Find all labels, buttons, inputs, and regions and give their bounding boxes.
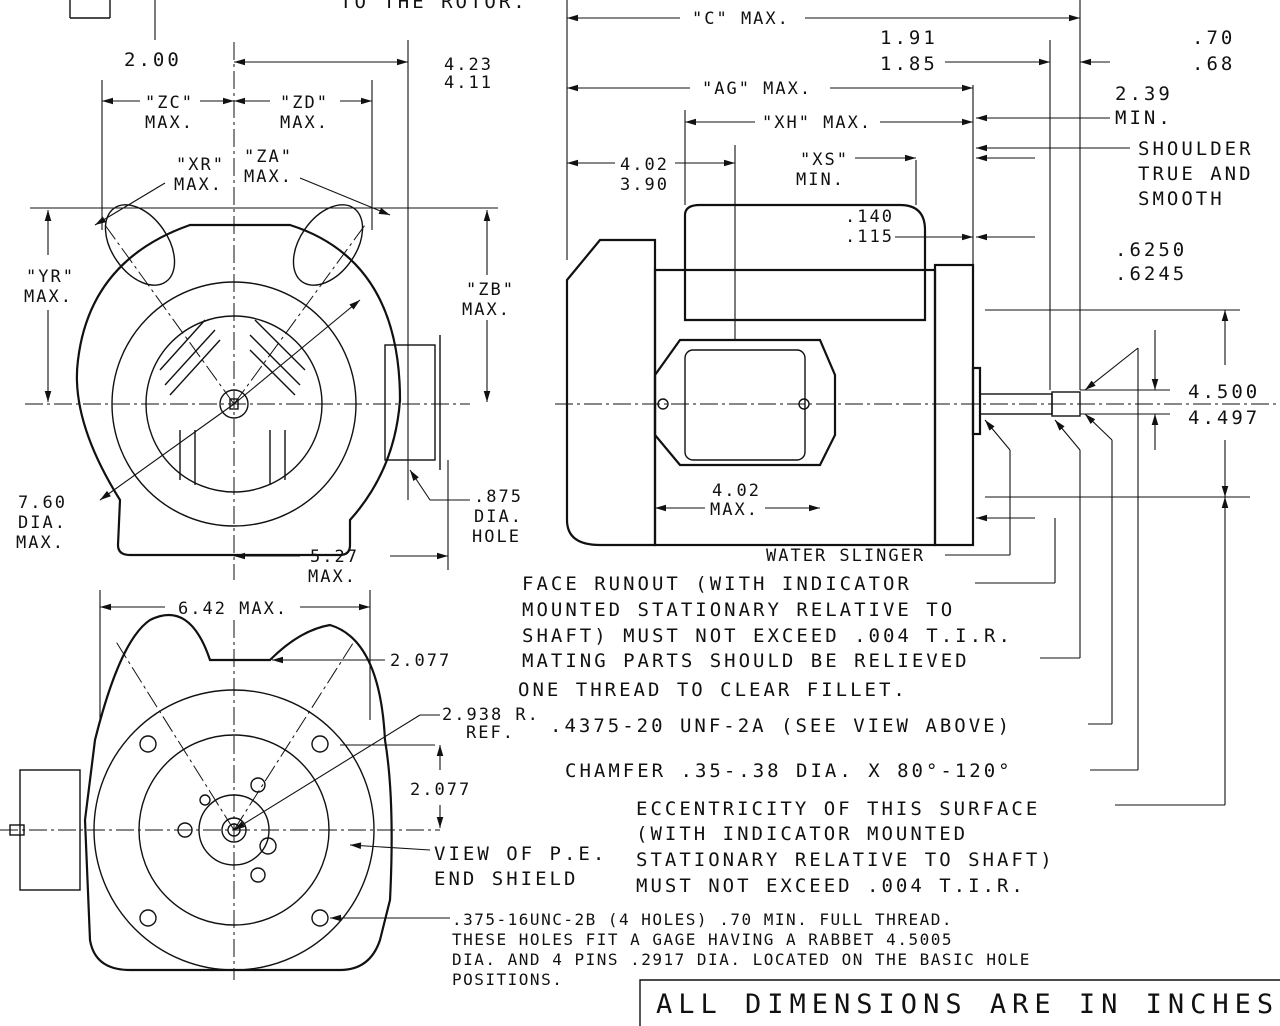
dim-label: MAX. — [145, 113, 194, 133]
top-note: TO THE ROTOR. — [340, 0, 528, 13]
face-runout-note: SHAFT) MUST NOT EXCEED .004 T.I.R. — [522, 625, 1013, 647]
notes: FACE RUNOUT (WITH INDICATOR MOUNTED STAT… — [452, 573, 1055, 989]
dim-label: .6250 — [1115, 239, 1187, 261]
holes-note: .375-16UNC-2B (4 HOLES) .70 MIN. FULL TH… — [452, 910, 953, 929]
dim-label: 6.42 MAX. — [178, 599, 288, 619]
dim-label: 2.39 — [1115, 83, 1173, 105]
dim-label: 4.23 — [444, 55, 493, 75]
capacitor-box — [683, 203, 927, 322]
dim-label: MAX. — [280, 113, 329, 133]
junction-box — [653, 338, 837, 467]
holes-note: DIA. AND 4 PINS .2917 DIA. LOCATED ON TH… — [452, 950, 1031, 969]
dim-label: MAX. — [24, 287, 73, 307]
face-runout-note: MOUNTED STATIONARY RELATIVE TO — [522, 599, 955, 621]
dim-label: 4.11 — [444, 73, 493, 93]
dim-label: DIA. — [474, 507, 523, 527]
dim-label: MIN. — [796, 170, 845, 190]
dim-label: .140 — [845, 207, 894, 227]
dim-label: 5.27 — [310, 547, 359, 567]
end-shield-outline — [83, 614, 393, 972]
dim-label: MAX. — [710, 500, 759, 520]
shoulder-note: SHOULDER — [1138, 138, 1254, 160]
motor-housing-outline — [75, 223, 402, 557]
dim-label: 2.077 — [390, 651, 451, 671]
dim-label: MAX. — [462, 300, 511, 320]
dim-label: MAX. — [244, 167, 293, 187]
dim-label: .875 — [474, 487, 523, 507]
dim-label: 4.02 — [620, 155, 669, 175]
dim-label: 1.85 — [880, 53, 938, 75]
dim-label: 2.00 — [124, 49, 182, 71]
mating-note: MATING PARTS SHOULD BE RELIEVED — [522, 650, 970, 672]
dim-label: .6245 — [1115, 263, 1187, 285]
dim-label: 4.02 — [712, 481, 761, 501]
dim-label: "ZD" — [280, 93, 329, 113]
conduit-box — [19, 769, 81, 891]
dim-label: 4.497 — [1188, 407, 1260, 429]
dim-label: 4.500 — [1188, 381, 1260, 403]
dim-label: 7.60 — [18, 493, 67, 513]
dim-label: "ZC" — [145, 93, 194, 113]
chamfer-note: CHAMFER .35-.38 DIA. X 80°-120° — [565, 760, 1013, 782]
title-block: ALL DIMENSIONS ARE IN INCHES — [639, 979, 1280, 1026]
conduit-box — [384, 344, 436, 461]
dim-label: MAX. — [174, 175, 223, 195]
face-runout-note: FACE RUNOUT (WITH INDICATOR — [522, 573, 912, 595]
shoulder-note: TRUE AND — [1138, 163, 1254, 185]
view-label: END SHIELD — [434, 868, 578, 890]
dim-label: .115 — [845, 227, 894, 247]
mating-note: ONE THREAD TO CLEAR FILLET. — [518, 679, 908, 701]
dim-label: "YR" — [26, 267, 75, 287]
dim-label: "XR" — [176, 155, 225, 175]
fan-cover — [565, 238, 657, 547]
shoulder-note: SMOOTH — [1138, 188, 1225, 210]
dim-label: .70 — [1192, 27, 1235, 49]
dim-label: "AG" MAX. — [702, 79, 812, 99]
dim-label: HOLE — [472, 527, 521, 547]
thread-note: .4375-20 UNF-2A (SEE VIEW ABOVE) — [550, 715, 1012, 737]
dim-label: 2.077 — [410, 780, 471, 800]
dim-label: "XS" — [800, 150, 849, 170]
dim-label: 3.90 — [620, 175, 669, 195]
eccentricity-note: (WITH INDICATOR MOUNTED — [636, 823, 968, 845]
dim-label: "ZA" — [244, 147, 293, 167]
eccentricity-note: STATIONARY RELATIVE TO SHAFT) — [636, 849, 1055, 871]
dim-label: MIN. — [1115, 107, 1173, 129]
units-note: ALL DIMENSIONS ARE IN INCHES — [656, 989, 1279, 1020]
dim-label: "C" MAX. — [692, 9, 790, 29]
side-view: "C" MAX. 1.91 1.85 .70 .68 "AG" MAX. 2.3… — [555, 0, 1280, 806]
dim-label: 2.938 R. — [442, 705, 540, 725]
front-view: TO THE ROTOR. 2.00 4.23 4.11 "ZC" MAX. "… — [16, 0, 528, 587]
end-view: 6.42 MAX. 2.077 2.938 R. REF. 2.077 VIEW… — [0, 590, 607, 980]
holes-note: THESE HOLES FIT A GAGE HAVING A RABBET 4… — [452, 930, 953, 949]
dim-label: MAX. — [16, 533, 65, 553]
dim-label: MAX. — [308, 567, 357, 587]
dim-label: REF. — [466, 723, 515, 743]
water-slinger-label: WATER SLINGER — [766, 546, 925, 566]
dim-label: "ZB" — [466, 280, 515, 300]
eccentricity-note: ECCENTRICITY OF THIS SURFACE — [636, 798, 1040, 820]
dim-label: 1.91 — [880, 27, 938, 49]
holes-note: POSITIONS. — [452, 970, 563, 989]
dim-label: "XH" MAX. — [762, 113, 872, 133]
motor-body — [653, 268, 937, 547]
shaft-thread — [1051, 391, 1081, 417]
dim-label: .68 — [1192, 53, 1235, 75]
view-label: VIEW OF P.E. — [434, 843, 607, 865]
eccentricity-note: MUST NOT EXCEED .004 T.I.R. — [636, 875, 1026, 897]
dim-label: DIA. — [18, 513, 67, 533]
